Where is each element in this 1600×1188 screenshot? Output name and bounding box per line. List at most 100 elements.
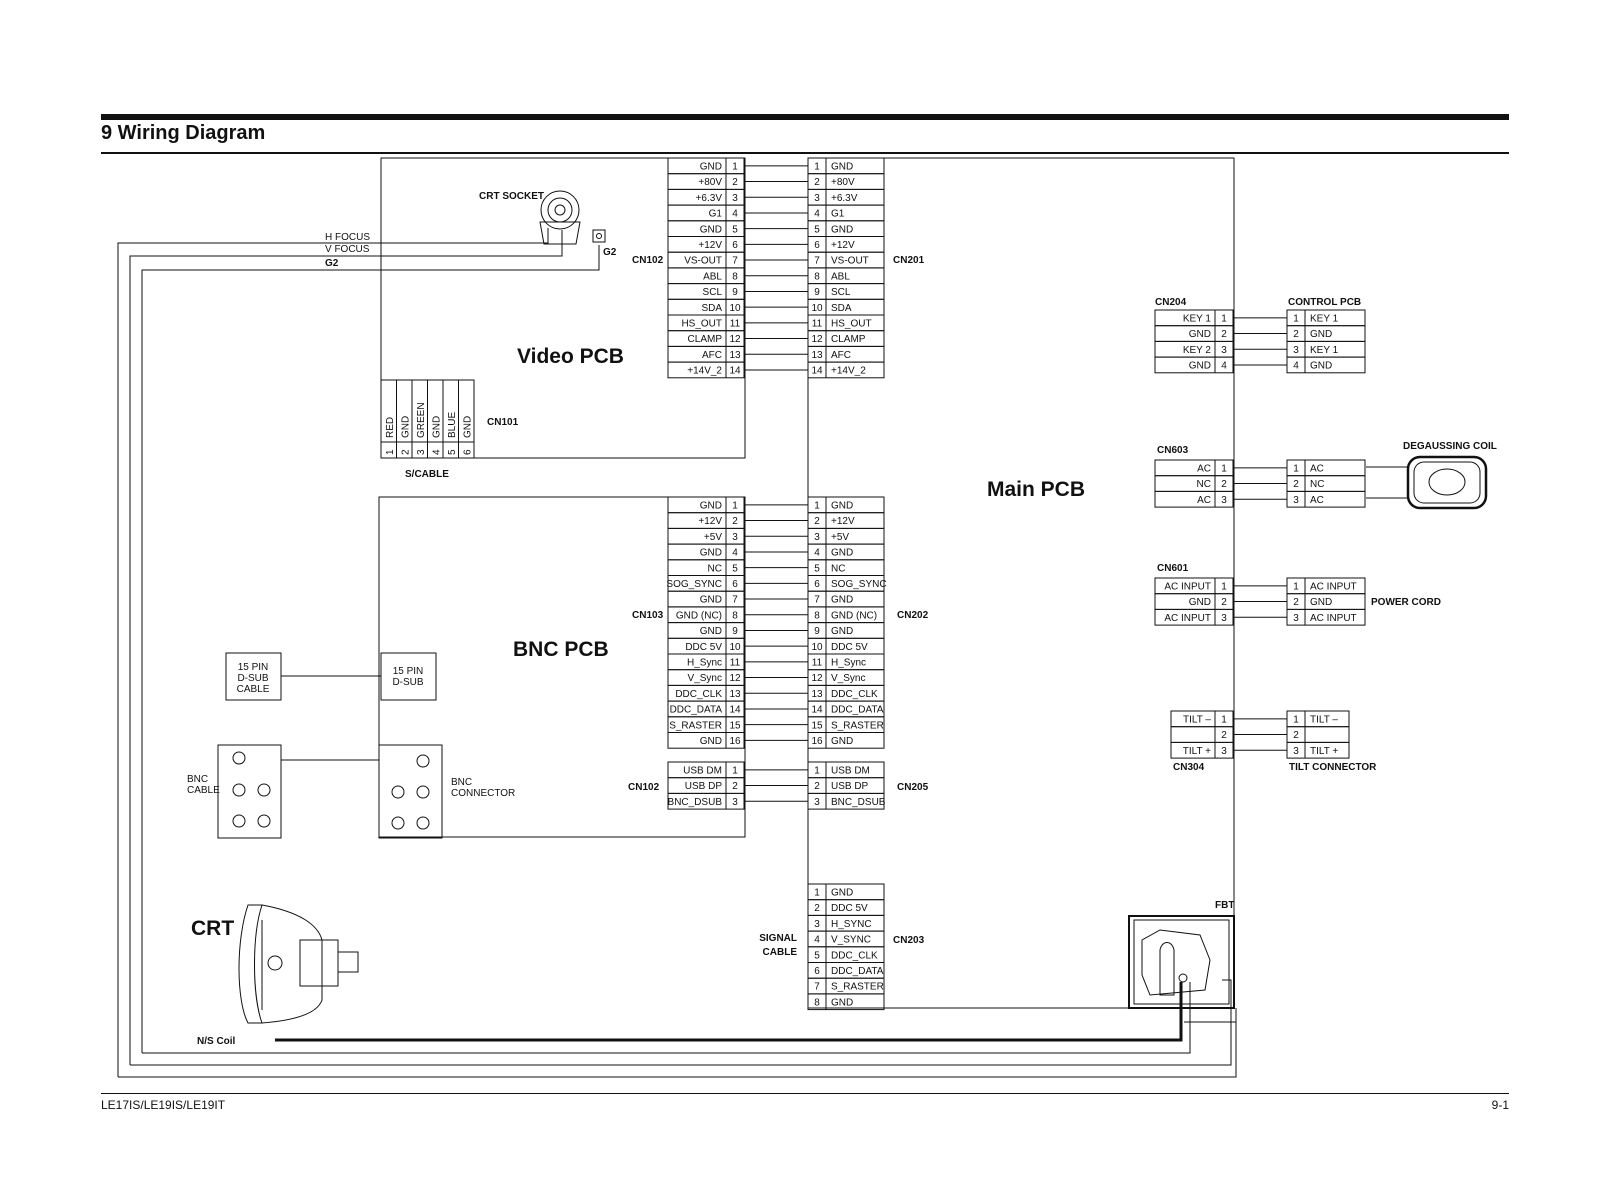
connector-pin-row: 3 +6.3V — [807, 188, 885, 206]
pin-number: 4 — [732, 548, 738, 559]
pin-name: +12V — [831, 240, 855, 251]
pin-name: GND — [700, 595, 722, 606]
pin-number: 3 — [1293, 746, 1299, 757]
pin-name: BNC_DSUB — [668, 797, 723, 808]
pin-name: GND — [700, 626, 722, 637]
pin-name: GND — [831, 548, 853, 559]
pin-number: 9 — [732, 287, 738, 298]
pin-number: 3 — [732, 532, 738, 543]
cn101-pin-name: GND — [431, 416, 442, 438]
pin-number: 1 — [814, 501, 820, 512]
connector-pin-row: 6 +12V — [807, 236, 885, 253]
connector-pin-row: 14+14V_2 — [807, 361, 885, 379]
signal-cable-line2: CABLE — [763, 947, 798, 958]
degaussing-coil-icon — [1366, 455, 1488, 510]
pin-number: 14 — [729, 705, 741, 716]
pin-number: 6 — [814, 240, 820, 251]
pin-number: 16 — [811, 736, 823, 747]
pin-name: V_Sync — [688, 673, 722, 684]
pin-name: USB DM — [683, 766, 722, 777]
pin-number: 11 — [812, 319, 823, 330]
connector-pin-row: 7VS-OUT — [667, 251, 745, 269]
main-pcb-title: Main PCB — [987, 478, 1085, 501]
pin-number: 2 — [1221, 597, 1227, 608]
connector-pin-row: 4G1 — [667, 204, 745, 222]
pin-name: USB DM — [831, 766, 870, 777]
pin-name: DDC 5V — [831, 903, 868, 914]
pin-number: 1 — [814, 766, 820, 777]
pin-name: KEY 2 — [1183, 345, 1212, 356]
g2-wire-label: G2 — [325, 258, 339, 269]
pin-name: +6.3V — [831, 193, 858, 204]
s-cable-label: S/CABLE — [405, 469, 449, 480]
pin-number: 1 — [1221, 314, 1227, 325]
pin-number: 1 — [1221, 464, 1227, 475]
crt-socket-icon — [539, 190, 606, 245]
pin-name: +5V — [831, 532, 849, 543]
cn101-pin-name: GND — [400, 416, 411, 438]
pin-name: KEY 1 — [1310, 314, 1339, 325]
pin-name: +80V — [831, 177, 855, 188]
pin-name: +12V — [698, 240, 722, 251]
pin-number: 3 — [1221, 746, 1227, 757]
connector-label: CN102 — [632, 255, 664, 266]
pin-name: ABL — [831, 271, 850, 282]
pin-number: 1 — [1293, 464, 1299, 475]
pin-name: AC — [1197, 464, 1211, 475]
ns-coil-label: N/S Coil — [197, 1036, 236, 1047]
v-focus-label: V FOCUS — [325, 244, 370, 255]
pin-number: 4 — [814, 548, 820, 559]
pin-name: AC INPUT — [1164, 613, 1211, 624]
pin-name: CLAMP — [688, 334, 723, 345]
dsub-cable-line1: 15 PIN — [238, 662, 269, 673]
pin-name: GND — [831, 736, 853, 747]
connector-pin-row: 2+12V — [667, 512, 745, 529]
pin-number: 2 — [814, 781, 820, 792]
pin-name: NC — [708, 563, 722, 574]
connector-label: CN603 — [1157, 445, 1189, 456]
pin-number: 12 — [811, 334, 823, 345]
connector-cn102v: 1GND2+80V3+6.3V4G15GND6+12V7VS-OUT8ABL9S… — [632, 157, 745, 379]
pin-number: 3 — [814, 193, 820, 204]
connector-pin-row: 5NC — [667, 559, 745, 576]
pin-name: GND — [831, 997, 853, 1008]
connector-pin-row: 6+12V — [667, 236, 745, 253]
connector-label: CN102 — [628, 782, 660, 793]
connector-label: CN103 — [632, 610, 664, 621]
pin-name: AC INPUT — [1164, 582, 1211, 593]
pin-number: 15 — [811, 720, 823, 731]
pin-name: AFC — [831, 350, 851, 361]
pin-number: 2 — [732, 516, 738, 527]
crt-title: CRT — [191, 917, 234, 940]
pin-name: SOG_SYNC — [831, 579, 887, 590]
pin-name: S_RASTER — [831, 982, 884, 993]
pin-number: 8 — [814, 610, 820, 621]
cn101-pin-number: 6 — [462, 449, 473, 455]
pin-name: DDC_DATA — [831, 705, 884, 716]
